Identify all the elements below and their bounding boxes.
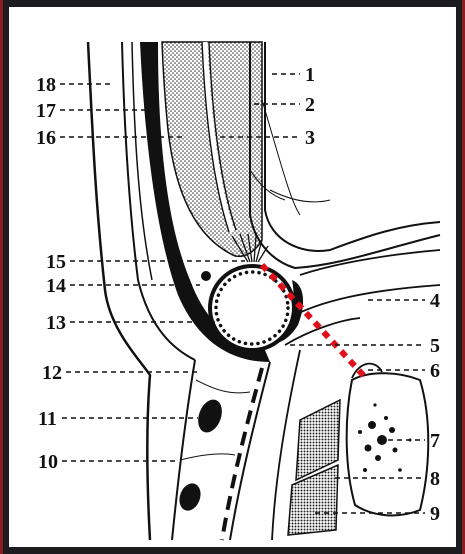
label-7: 7 [430,430,440,452]
label-16: 16 [36,127,56,149]
label-11: 11 [38,408,57,430]
label-17: 17 [36,100,56,122]
label-3: 3 [305,127,315,149]
label-9: 9 [430,503,440,525]
label-4: 4 [430,290,440,312]
region-4-boundary [285,250,440,320]
label-12: 12 [42,362,62,384]
speckled-region [347,373,429,515]
label-10: 10 [38,451,58,473]
lower-wall-left [172,360,195,540]
label-1: 1 [305,64,315,86]
label-14: 14 [46,275,66,297]
label-13: 13 [46,312,66,334]
oval-structure-2 [176,480,204,513]
label-18: 18 [36,74,56,96]
small-dot [201,271,211,281]
label-5: 5 [430,335,440,357]
lower-wall-right [230,362,270,540]
label-6: 6 [430,360,440,382]
stippled-block-9 [288,465,338,535]
oval-structure-1 [194,396,226,435]
label-15: 15 [46,251,66,273]
circular-structure [210,266,294,350]
label-2: 2 [305,94,315,116]
label-8: 8 [430,468,440,490]
